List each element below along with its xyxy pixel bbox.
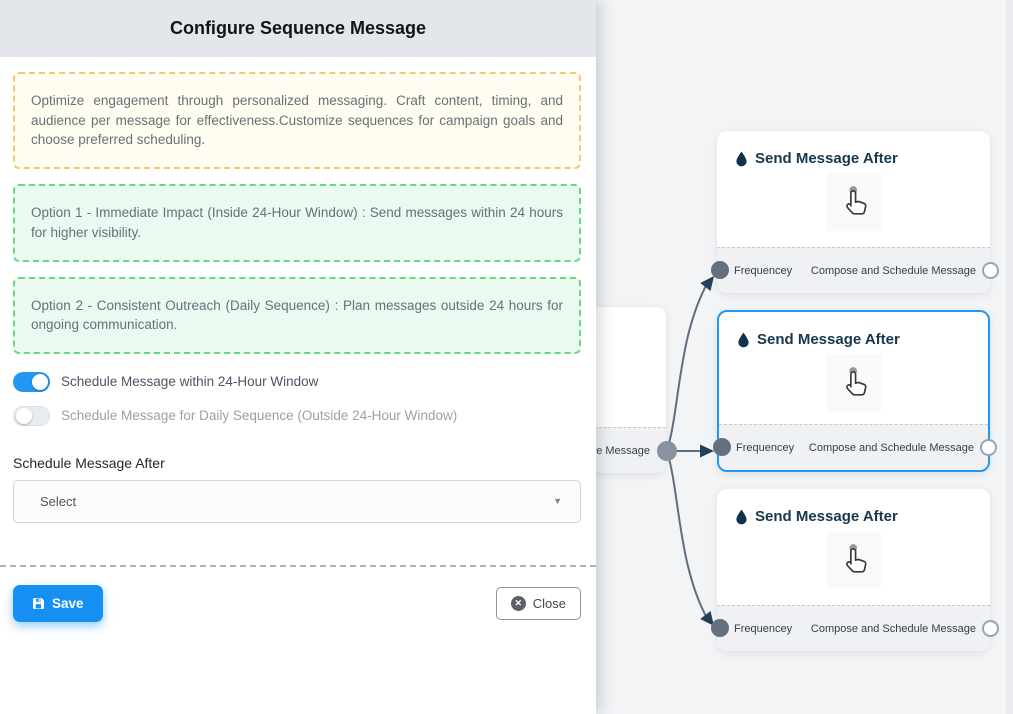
sequence-flow-canvas: ce Message Send Message After — [544, 0, 1013, 714]
frequency-label: Frequencey — [736, 441, 795, 454]
option1-text: Option 1 - Immediate Impact (Inside 24-H… — [31, 205, 563, 240]
toggle-row-daily-sequence: Schedule Message for Daily Sequence (Out… — [13, 405, 581, 426]
send-message-card-2[interactable]: Send Message After Frequencey Compose an… — [713, 310, 997, 472]
card-title: Send Message After — [755, 150, 898, 167]
card-title-row: Send Message After — [717, 489, 990, 525]
output-handle[interactable] — [982, 620, 999, 637]
close-button[interactable]: ✕ Close — [495, 586, 581, 620]
edge-arrow-middle — [700, 444, 714, 458]
compose-schedule-label: Compose and Schedule Message — [810, 622, 976, 635]
drop-icon — [736, 509, 747, 524]
select-value: Select — [40, 493, 77, 509]
card-footer: Frequencey Compose and Schedule Message — [719, 424, 988, 470]
toggle-row-within-24h: Schedule Message within 24-Hour Window — [13, 371, 581, 392]
page-title: Configure Sequence Message — [169, 18, 427, 38]
input-handle[interactable] — [711, 261, 729, 279]
tap-hand-icon — [845, 544, 867, 573]
output-handle[interactable] — [982, 262, 999, 279]
source-output-handle[interactable] — [657, 441, 677, 461]
compose-schedule-label: Compose and Schedule Message — [808, 441, 974, 454]
option1-note: Option 1 - Immediate Impact (Inside 24-H… — [13, 184, 581, 262]
save-button[interactable]: Save — [13, 584, 103, 622]
option2-note: Option 2 - Consistent Outreach (Daily Se… — [13, 276, 581, 354]
option2-text: Option 2 - Consistent Outreach (Daily Se… — [31, 297, 563, 333]
flow-edges — [666, 276, 714, 626]
chevron-down-icon: ▼ — [553, 496, 562, 507]
panel-footer: Save ✕ Close — [13, 584, 581, 622]
daily-sequence-toggle[interactable] — [13, 405, 50, 426]
within-24h-toggle[interactable] — [13, 371, 50, 392]
edge-arrow-bottom — [700, 610, 714, 626]
info-note-text: Optimize engagement through personalized… — [31, 93, 563, 148]
card-title: Send Message After — [755, 508, 898, 525]
save-disk-icon — [33, 597, 44, 609]
frequency-label: Frequencey — [734, 622, 793, 635]
card-title: Send Message After — [757, 331, 900, 348]
footer-divider — [0, 564, 596, 567]
within-24h-toggle-label: Schedule Message within 24-Hour Window — [61, 374, 319, 390]
canvas-scroll-strip[interactable] — [1006, 0, 1013, 714]
tap-icon-box[interactable] — [826, 531, 881, 589]
close-icon: ✕ — [510, 595, 526, 611]
schedule-after-label: Schedule Message After — [13, 454, 165, 471]
input-handle[interactable] — [711, 619, 729, 637]
card-title-row: Send Message After — [719, 312, 988, 348]
daily-sequence-toggle-label: Schedule Message for Daily Sequence (Out… — [61, 408, 458, 424]
send-message-card-1[interactable]: Send Message After Frequencey Compose an… — [711, 131, 999, 293]
tap-hand-icon — [845, 186, 867, 215]
card-footer: Frequencey Compose and Schedule Message — [717, 247, 990, 293]
drop-icon — [738, 332, 749, 347]
close-button-label: Close — [532, 595, 566, 611]
schedule-after-select[interactable]: Select ▼ — [13, 479, 581, 523]
output-handle[interactable] — [980, 439, 997, 456]
save-button-label: Save — [52, 595, 84, 611]
parent-card-partial-label: ce Message — [590, 444, 650, 457]
toggle-knob — [32, 373, 48, 390]
card-footer: Frequencey Compose and Schedule Message — [717, 605, 990, 651]
compose-schedule-label: Compose and Schedule Message — [810, 264, 976, 277]
send-message-card-3[interactable]: Send Message After Frequencey Compose an… — [711, 489, 999, 651]
tap-icon-box[interactable] — [826, 173, 881, 231]
panel-header: Configure Sequence Message — [0, 0, 596, 57]
card-title-row: Send Message After — [717, 131, 990, 167]
info-note: Optimize engagement through personalized… — [13, 72, 581, 170]
tap-icon-box[interactable] — [826, 354, 881, 412]
configure-sequence-panel: Configure Sequence Message Optimize enga… — [0, 0, 596, 714]
input-handle[interactable] — [713, 438, 731, 456]
tap-hand-icon — [845, 367, 867, 396]
toggle-knob — [16, 407, 32, 424]
drop-icon — [736, 151, 747, 166]
frequency-label: Frequencey — [734, 264, 793, 277]
edge-arrow-top — [700, 276, 714, 292]
